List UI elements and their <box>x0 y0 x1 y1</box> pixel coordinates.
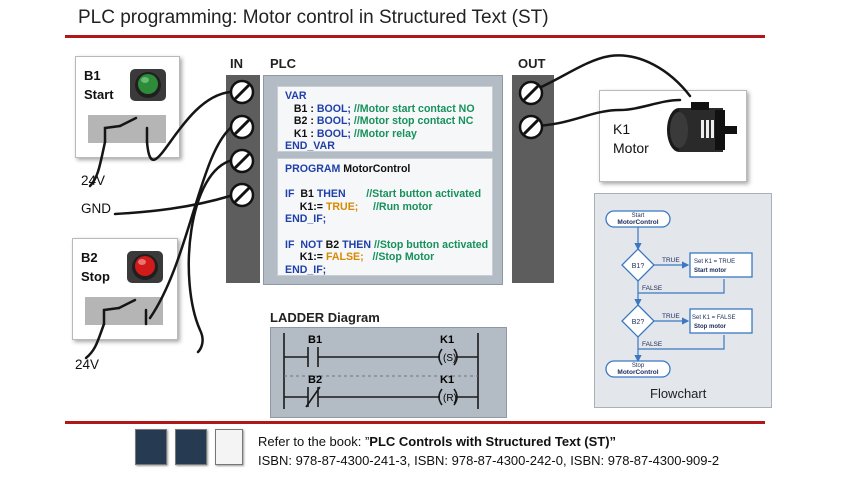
var-k1-type: BOOL; <box>316 127 351 140</box>
if2-comment: //Stop button activated <box>373 238 489 251</box>
flow-process2-line2: Stop motor <box>694 324 727 330</box>
start-contact-box <box>88 115 166 143</box>
input-terminals <box>229 79 255 208</box>
assign1-comment: //Run motor <box>373 200 433 213</box>
supply-24v-top-label: 24V <box>81 173 106 188</box>
flow-stop-top: Stop <box>632 363 645 369</box>
flow-start-top: Start <box>632 213 645 219</box>
ladder-title: LADDER Diagram <box>270 310 380 325</box>
var-keyword: VAR <box>285 90 307 102</box>
start-button-card: B1 Start <box>75 56 180 158</box>
ladder-reset-coil-symbol: (R) <box>443 393 457 404</box>
screw-terminal-icon <box>229 79 255 105</box>
book-cover-1 <box>135 429 167 465</box>
input-terminal-strip <box>226 75 260 283</box>
label-plc: PLC <box>270 56 296 71</box>
var-declaration-block: VAR B1 : BOOL; //Motor start contact NO … <box>277 86 493 152</box>
flowchart-diagram: Start MotorControl B1? TRUE FALSE Set K1… <box>605 210 753 378</box>
flow-decision-b1: B1? <box>632 263 645 270</box>
stop-button-name: Stop <box>81 269 110 284</box>
endif2-keyword: END_IF; <box>285 263 327 276</box>
if2-then: THEN <box>342 238 371 251</box>
label-in: IN <box>230 56 243 71</box>
book-cover-2 <box>175 429 207 465</box>
flow-process2-line1: Set K1 = FALSE <box>692 315 736 321</box>
book-reference-suffix: ” <box>609 434 617 449</box>
screw-terminal-icon <box>229 182 255 208</box>
var-k1-comment: //Motor relay <box>353 127 417 140</box>
if1-keyword: IF <box>285 188 295 201</box>
title-divider <box>65 35 765 38</box>
assign2-value: FALSE; <box>325 251 364 264</box>
if1-comment: //Start button activated <box>366 188 482 201</box>
var-b1-type: BOOL; <box>316 102 351 115</box>
end-var-keyword: END_VAR <box>285 140 335 153</box>
if1-then: THEN <box>316 188 346 201</box>
output-terminal-strip <box>512 75 554 283</box>
var-b1-name: B1 : <box>293 102 314 115</box>
var-b2-type: BOOL; <box>316 115 351 128</box>
flowchart-caption: Flowchart <box>650 386 707 401</box>
supply-24v-bottom-label: 24V <box>75 357 100 372</box>
assign1-value: TRUE; <box>325 200 359 213</box>
motor-icon <box>667 102 737 152</box>
book-reference-prefix: Refer to the book: ” <box>258 434 370 449</box>
endif1-keyword: END_IF; <box>285 213 327 226</box>
ladder-set-coil-symbol: (S) <box>443 353 456 364</box>
screw-terminal-icon <box>518 114 544 140</box>
motor-name: Motor <box>613 140 649 156</box>
screw-terminal-icon <box>518 80 544 106</box>
label-out: OUT <box>518 56 546 71</box>
start-button-id: B1 <box>84 68 101 83</box>
flow-decision-b2: B2? <box>632 319 645 326</box>
var-b2-name: B2 : <box>293 115 314 128</box>
ladder-b1-contact-label: B1 <box>308 334 322 346</box>
screw-terminal-icon <box>229 114 255 140</box>
stop-button-id: B2 <box>81 250 98 265</box>
if1-condition: B1 <box>300 188 314 201</box>
ladder-diagram: B1 K1 (S) B2 K1 (R) <box>283 333 479 409</box>
flow-start-main: MotorControl <box>617 219 658 226</box>
ladder-k1-coil1-label: K1 <box>440 334 454 346</box>
motor-id: K1 <box>613 121 631 137</box>
stop-contact-box <box>85 297 163 325</box>
program-name: MotorControl <box>343 163 411 175</box>
var-b1-comment: //Motor start contact NO <box>353 102 475 115</box>
output-terminals <box>518 80 544 140</box>
isbn-line: ISBN: 978-87-4300-241-3, ISBN: 978-87-43… <box>258 453 720 468</box>
assign1-lhs: K1:= <box>299 200 323 213</box>
program-block: PROGRAM MotorControl IF B1 THEN //Start … <box>277 158 493 276</box>
if2-keyword: IF <box>285 238 295 251</box>
assign2-lhs: K1:= <box>299 251 323 264</box>
screw-terminal-icon <box>229 148 255 174</box>
stop-pushbutton-icon <box>127 251 163 283</box>
if2-not: NOT <box>300 238 323 251</box>
flow-process1-line1: Set K1 = TRUE <box>694 259 735 265</box>
flow-true-label-2: TRUE <box>662 313 680 320</box>
page-title: PLC programming: Motor control in Struct… <box>78 7 549 28</box>
book-cover-3 <box>215 429 243 465</box>
program-keyword: PROGRAM <box>285 163 341 175</box>
start-button-name: Start <box>84 87 114 102</box>
var-b2-comment: //Motor stop contact NC <box>353 115 474 128</box>
gnd-label: GND <box>81 201 111 216</box>
book-reference: Refer to the book: ”PLC Controls with St… <box>258 434 616 449</box>
footer-divider <box>65 421 765 424</box>
var-k1-name: K1 : <box>293 127 314 140</box>
ladder-k1-coil2-label: K1 <box>440 374 454 386</box>
flow-process1-line2: Start motor <box>694 268 727 274</box>
flow-false-label-2: FALSE <box>642 341 663 348</box>
flow-stop-main: MotorControl <box>617 369 658 376</box>
flow-false-label-1: FALSE <box>642 285 663 292</box>
ladder-b2-contact-label: B2 <box>308 374 322 386</box>
assign2-comment: //Stop Motor <box>372 251 435 264</box>
book-title: PLC Controls with Structured Text (ST) <box>369 434 610 449</box>
stop-button-card: B2 Stop <box>72 238 178 340</box>
start-pushbutton-icon <box>130 69 166 101</box>
flow-true-label-1: TRUE <box>662 257 680 264</box>
if2-condition: B2 <box>325 238 340 251</box>
